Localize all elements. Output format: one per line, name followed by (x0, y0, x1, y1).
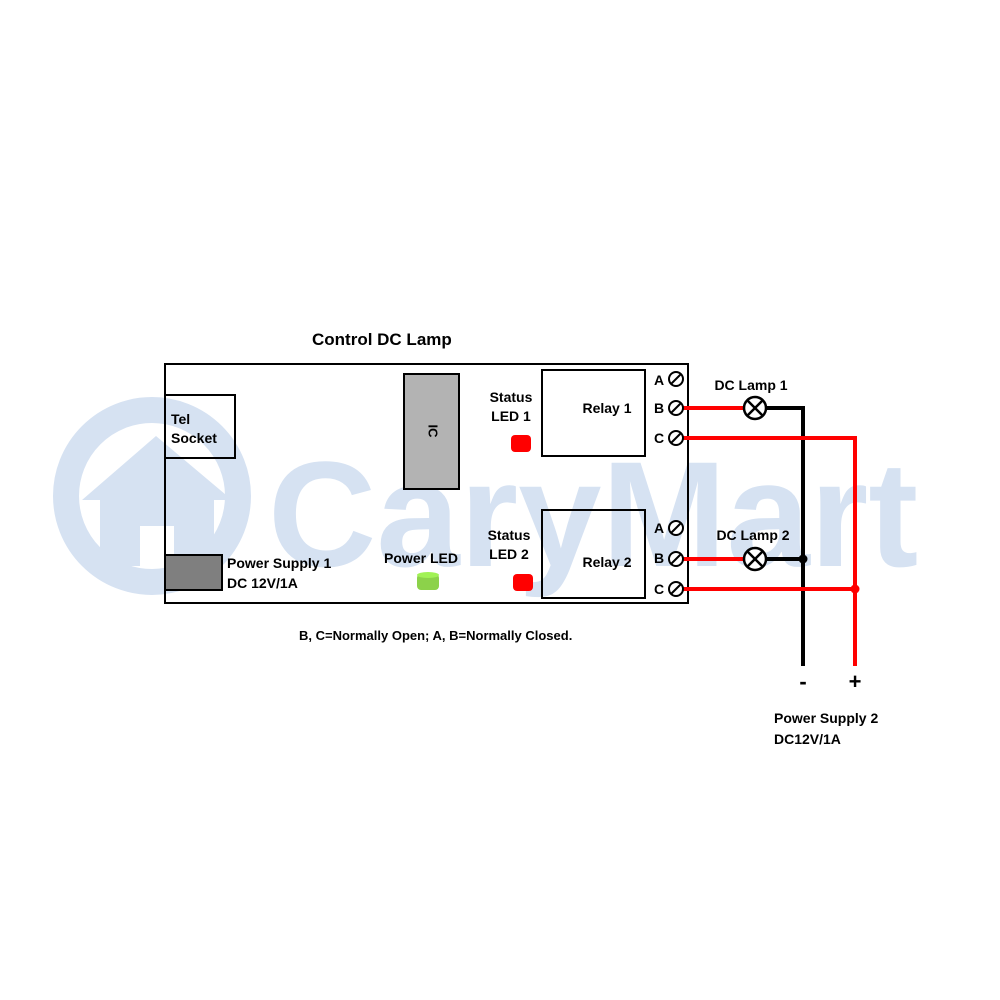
contact-note: B, C=Normally Open; A, B=Normally Closed… (299, 628, 572, 643)
screw-terminal-icon (668, 581, 684, 597)
status-led-2 (513, 574, 533, 591)
screw-terminal-icon (668, 430, 684, 446)
relay-1 (541, 369, 646, 457)
tel-socket-label-2: Socket (171, 430, 217, 446)
power-supply-2-label: Power Supply 2 (774, 710, 878, 726)
power-supply-2-spec: DC12V/1A (774, 731, 841, 747)
watermark-text: CaryMart (268, 430, 918, 598)
lamp-1-icon (742, 395, 768, 421)
ic-chip: IC (403, 373, 460, 490)
power-supply-1-label: Power Supply 1 (227, 555, 331, 571)
relay-1-terminal-a: A (654, 372, 664, 388)
relay-2 (541, 509, 646, 599)
wiring (676, 406, 860, 666)
status-led-1-label-2: LED 1 (491, 408, 531, 424)
screw-terminal-icon (668, 371, 684, 387)
status-led-1-label-1: Status (490, 389, 533, 405)
screw-terminal-icon (668, 400, 684, 416)
tel-socket: Tel Socket (164, 394, 236, 459)
relay-2-terminal-b: B (654, 550, 664, 566)
relay-2-label: Relay 2 (582, 554, 631, 570)
house-logo (53, 397, 251, 595)
relay-1-terminal-b: B (654, 400, 664, 416)
relay-2-terminal-c: C (654, 581, 664, 597)
power-jack (164, 554, 223, 591)
relay-2-terminal-a: A (654, 520, 664, 536)
status-led-2-label-2: LED 2 (489, 546, 529, 562)
positive-terminal-label: + (849, 669, 862, 694)
lamp-1-label: DC Lamp 1 (714, 377, 787, 393)
screw-terminal-icon (668, 520, 684, 536)
ic-label: IC (426, 425, 441, 439)
tel-socket-label-1: Tel (171, 411, 190, 427)
relay-1-label: Relay 1 (582, 400, 631, 416)
screw-terminal-icon (668, 551, 684, 567)
power-led (417, 572, 439, 590)
lamp-2-icon (742, 546, 768, 572)
status-led-2-label-1: Status (488, 527, 531, 543)
controller-board (164, 363, 689, 604)
diagram-title: Control DC Lamp (312, 330, 452, 349)
lamp-2-label: DC Lamp 2 (716, 527, 789, 543)
watermark: CaryMart (53, 397, 918, 598)
status-led-1 (511, 435, 531, 452)
screw-terminals (668, 371, 684, 597)
power-supply-1-spec: DC 12V/1A (227, 575, 298, 591)
power-led-label: Power LED (384, 550, 458, 566)
negative-terminal-label: - (799, 669, 806, 694)
relay-1-terminal-c: C (654, 430, 664, 446)
